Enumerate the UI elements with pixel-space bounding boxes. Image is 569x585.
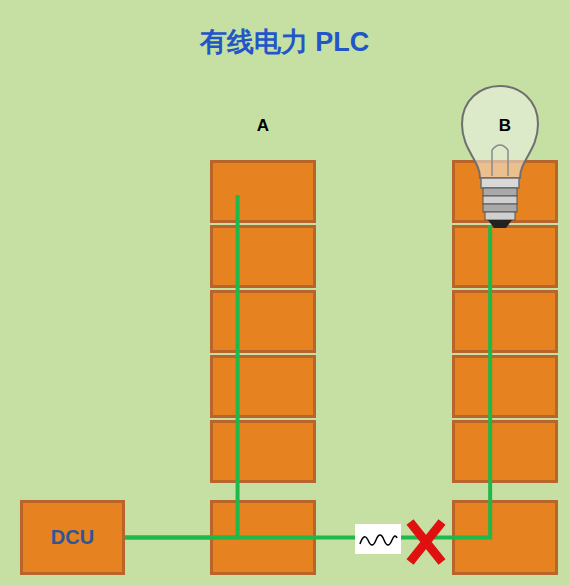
plc-wire (125, 225, 490, 538)
floor-block (452, 225, 558, 288)
floor-block (452, 355, 558, 418)
floor-block (452, 160, 558, 223)
building: A (210, 160, 316, 575)
building: B (452, 160, 558, 575)
floor-block (210, 355, 316, 418)
noise-symbol (355, 524, 401, 554)
floor-block (210, 225, 316, 288)
building-label: A (210, 116, 316, 136)
blocked-mark (410, 522, 442, 562)
building-label: B (452, 116, 558, 136)
light-bulb (462, 86, 538, 228)
floor-block (452, 290, 558, 353)
plc-wire (125, 195, 238, 538)
dcu-box: DCU (20, 500, 125, 575)
floor-block (452, 420, 558, 483)
base-block (210, 500, 316, 575)
box-label: DCU (51, 526, 94, 549)
diagram-title: 有线电力 PLC (0, 24, 569, 60)
floor-block (210, 160, 316, 223)
base-block (452, 500, 558, 575)
floor-block (210, 420, 316, 483)
floor-block (210, 290, 316, 353)
